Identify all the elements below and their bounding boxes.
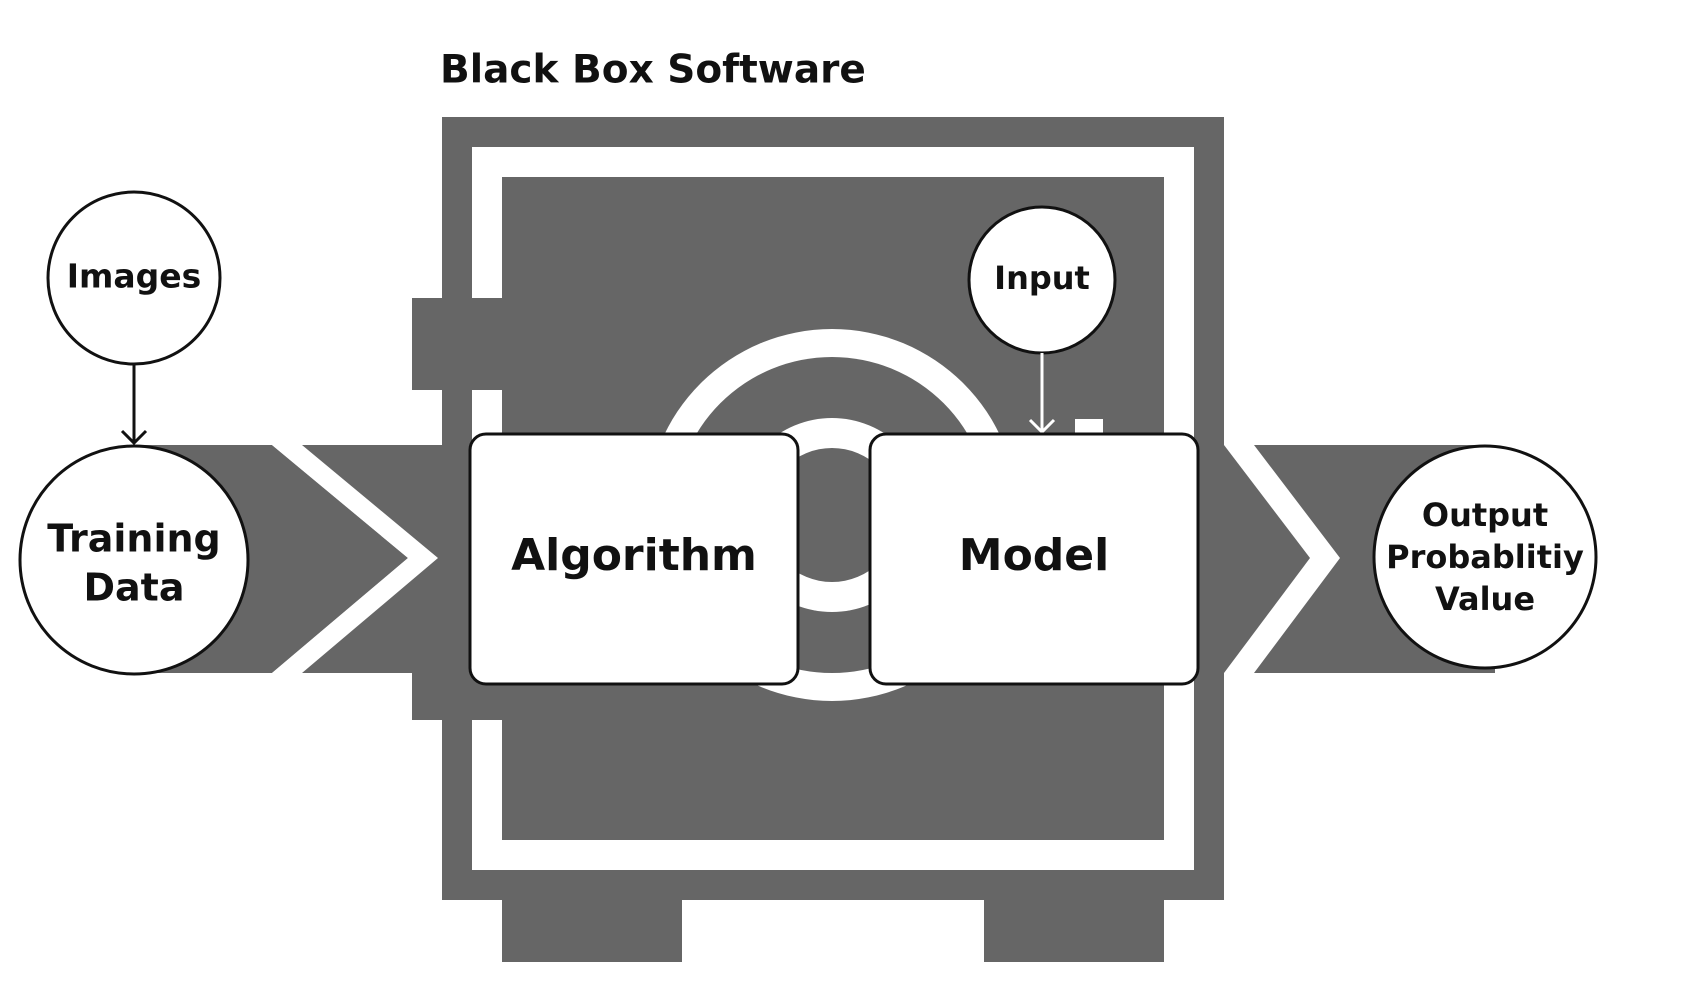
- training-data-label-line1: Training: [47, 517, 221, 561]
- output-node: Output Probablitiy Value: [1372, 444, 1598, 670]
- left-chevron-gap: [272, 445, 438, 673]
- diagram-title: Black Box Software: [440, 48, 866, 93]
- output-label-line2: Probablitiy: [1386, 538, 1584, 576]
- training-data-node: Training Data: [18, 444, 250, 676]
- safe-hinge-top: [412, 298, 446, 390]
- training-data-label-line2: Data: [84, 566, 185, 610]
- algorithm-box: Algorithm: [468, 432, 800, 686]
- left-arrow-head: [272, 445, 408, 673]
- images-node: Images: [46, 190, 222, 366]
- output-label-line1: Output: [1422, 496, 1548, 534]
- images-label: Images: [67, 257, 202, 296]
- input-to-model-arrow: [1028, 353, 1056, 435]
- right-chevron-gap: [1224, 445, 1340, 673]
- model-box: Model: [868, 432, 1200, 686]
- input-label: Input: [994, 259, 1090, 297]
- output-label-line3: Value: [1435, 580, 1535, 618]
- safe-handle-mark: [1075, 419, 1103, 436]
- left-chevron-band: [302, 445, 470, 673]
- images-to-training-arrow: [120, 364, 148, 446]
- model-label: Model: [959, 530, 1109, 581]
- algorithm-label: Algorithm: [511, 530, 757, 581]
- input-node: Input: [967, 205, 1117, 355]
